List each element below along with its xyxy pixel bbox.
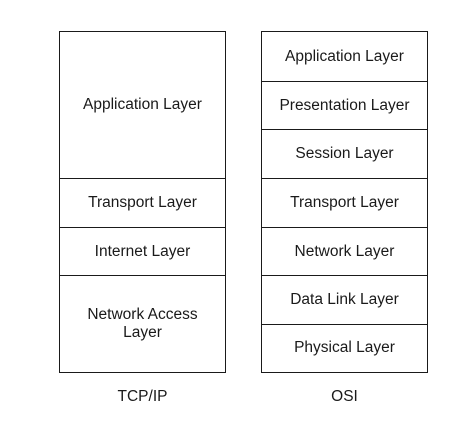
tcpip-stack: Application Layer Transport Layer Intern…	[59, 31, 226, 373]
osi-physical-layer: Physical Layer	[262, 324, 427, 371]
tcpip-application-layer: Application Layer	[83, 96, 202, 113]
osi-stack: Application Layer Presentation Layer Ses…	[261, 31, 428, 373]
tcpip-caption: TCP/IP	[117, 388, 168, 405]
osi-application-layer: Application Layer	[285, 47, 404, 65]
tcpip-network-access-layer: Network Access Layer	[60, 275, 225, 371]
osi-presentation-layer: Presentation Layer	[262, 81, 427, 129]
tcpip-internet-layer: Internet Layer	[60, 227, 225, 275]
osi-network-layer: Network Layer	[262, 227, 427, 275]
osi-session-layer: Session Layer	[262, 129, 427, 178]
osi-caption: OSI	[331, 388, 358, 405]
osi-transport-layer: Transport Layer	[262, 178, 427, 227]
osi-data-link-layer: Data Link Layer	[262, 275, 427, 324]
tcpip-transport-layer: Transport Layer	[60, 178, 225, 227]
